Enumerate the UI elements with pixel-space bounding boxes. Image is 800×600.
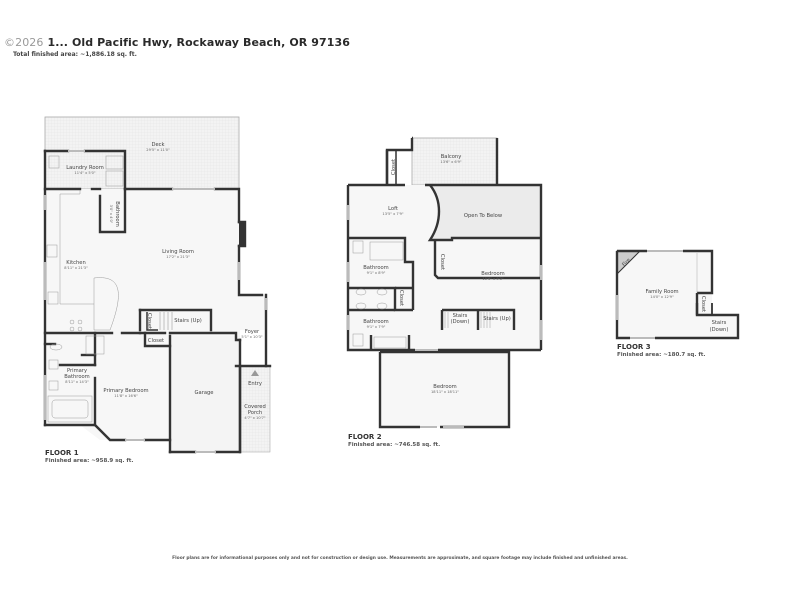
deck-area (44, 116, 240, 190)
svg-text:Stairs (Up): Stairs (Up) (174, 318, 202, 324)
svg-text:29'5" x 11'0": 29'5" x 11'0" (146, 148, 170, 152)
disclaimer: Floor plans are for informational purpos… (172, 556, 628, 561)
address: 1... Old Pacific Hwy, Rockaway Beach, OR… (47, 36, 351, 49)
floor-3-plan: Fire Family Room 14'0" x 12'9" Closet St… (615, 249, 740, 340)
covered-porch-area (239, 365, 271, 453)
svg-text:(Down): (Down) (710, 327, 729, 333)
svg-text:Balcony: Balcony (441, 154, 462, 160)
svg-text:Covered: Covered (244, 404, 266, 410)
svg-text:Kitchen: Kitchen (66, 260, 86, 266)
svg-text:Closet: Closet (398, 290, 404, 306)
svg-text:13'5" x 7'9": 13'5" x 7'9" (382, 212, 403, 216)
floor-1-plan: Deck 29'5" x 11'0" Laundry Room 11'4" x … (43, 116, 272, 454)
svg-text:Closet: Closet (391, 159, 397, 175)
floor-1-caption: FLOOR 1 Finished area: ~958.9 sq. ft. (45, 449, 134, 464)
svg-text:(Down): (Down) (451, 319, 470, 325)
svg-text:18'11" x 18'11": 18'11" x 18'11" (431, 390, 459, 394)
svg-text:8'11" x 21'3": 8'11" x 21'3" (64, 266, 88, 270)
svg-text:Bedroom: Bedroom (433, 384, 456, 390)
svg-text:5'1" x 10'3": 5'1" x 10'3" (241, 335, 262, 339)
total-area: Total finished area: ~1,886.18 sq. ft. (13, 51, 137, 58)
watermark: ©2026 (4, 36, 44, 49)
svg-text:11'8" x 16'6": 11'8" x 16'6" (114, 394, 138, 398)
svg-text:Closet: Closet (148, 338, 164, 344)
svg-text:13'6" x 6'9": 13'6" x 6'9" (440, 160, 461, 164)
svg-text:Living Room: Living Room (162, 249, 194, 255)
svg-text:3'0" x 4'0": 3'0" x 4'0" (109, 205, 113, 224)
svg-text:Laundry Room: Laundry Room (66, 165, 104, 171)
svg-text:11'4" x 5'0": 11'4" x 5'0" (74, 171, 95, 175)
svg-text:9'1" x 8'9": 9'1" x 8'9" (367, 271, 386, 275)
svg-text:Primary Bedroom: Primary Bedroom (103, 388, 148, 394)
svg-text:Stairs: Stairs (453, 313, 468, 319)
floor-2-caption: FLOOR 2 Finished area: ~746.58 sq. ft. (348, 433, 441, 448)
svg-text:Entry: Entry (248, 381, 262, 387)
svg-text:14'0" x 12'9": 14'0" x 12'9" (650, 295, 674, 299)
svg-text:Closet: Closet (146, 313, 152, 329)
svg-text:Primary: Primary (67, 368, 87, 374)
floor-2-plan: Balcony 13'6" x 6'9" Closet Loft 13'5" x… (346, 136, 543, 429)
svg-text:Bathroom: Bathroom (114, 201, 120, 226)
svg-text:Bathroom: Bathroom (363, 319, 388, 325)
svg-text:Bathroom: Bathroom (363, 265, 388, 271)
entry-arrow-icon (251, 370, 259, 376)
svg-text:Bathroom: Bathroom (64, 374, 89, 380)
svg-text:Closet: Closet (700, 296, 706, 312)
room-label: Deck (151, 142, 164, 148)
svg-text:17'2" x 21'3": 17'2" x 21'3" (166, 255, 190, 259)
fire-label: Fire (621, 257, 632, 268)
floor-3-caption: FLOOR 3 Finished area: ~180.7 sq. ft. (617, 343, 706, 358)
svg-text:9'1" x 7'9": 9'1" x 7'9" (367, 325, 386, 329)
svg-text:8'11" x 14'3": 8'11" x 14'3" (65, 380, 89, 384)
svg-text:4'7" x 10'7": 4'7" x 10'7" (244, 416, 265, 420)
svg-text:Foyer: Foyer (245, 329, 260, 335)
plan-header: ©2026 1... Old Pacific Hwy, Rockaway Bea… (4, 36, 350, 58)
svg-text:Garage: Garage (195, 390, 214, 396)
svg-text:Family Room: Family Room (645, 289, 678, 295)
svg-text:Open To Below: Open To Below (464, 213, 503, 219)
svg-text:Closet: Closet (439, 254, 445, 270)
svg-text:Bedroom: Bedroom (481, 271, 504, 277)
svg-text:Porch: Porch (248, 410, 262, 416)
svg-text:Stairs: Stairs (712, 320, 727, 326)
svg-text:Loft: Loft (388, 206, 398, 212)
svg-text:Stairs (Up): Stairs (Up) (483, 316, 511, 322)
address-title: ©2026 1... Old Pacific Hwy, Rockaway Bea… (4, 36, 350, 49)
svg-text:15'6" x 9'3": 15'6" x 9'3" (482, 277, 503, 281)
